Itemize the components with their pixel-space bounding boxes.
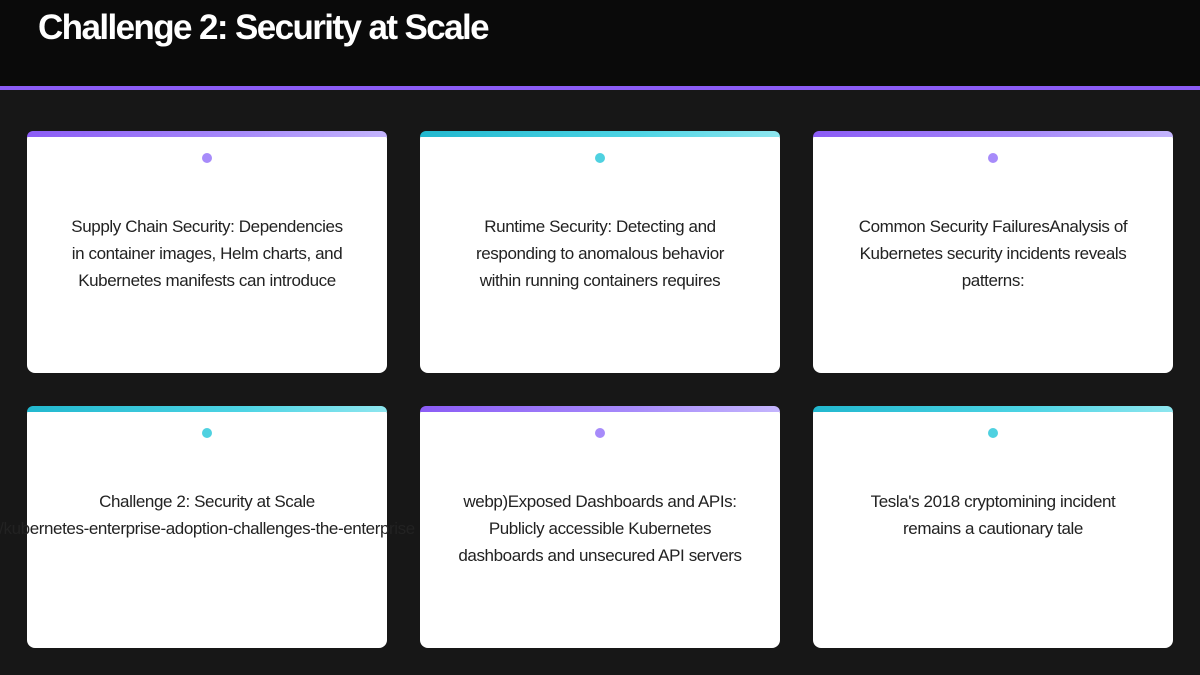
card-accent-bar bbox=[420, 131, 780, 137]
card-text-line: in container images, Helm charts, and bbox=[71, 244, 343, 263]
card-text-line: Common Security FailuresAnalysis of bbox=[858, 217, 1128, 236]
card-dot-icon bbox=[202, 153, 212, 163]
card-text-line: remains a cautionary tale bbox=[903, 519, 1083, 538]
card-text-line: Kubernetes manifests can introduce bbox=[78, 271, 336, 290]
card-text-line: Runtime Security: Detecting and bbox=[484, 217, 716, 236]
card-text: Common Security FailuresAnalysis of Kube… bbox=[843, 213, 1143, 294]
card-text: Tesla's 2018 cryptomining incident remai… bbox=[843, 488, 1143, 542]
card-text-line: Publicly accessible Kubernetes bbox=[488, 519, 712, 538]
card-text-line: dashboards and unsecured API servers bbox=[458, 546, 742, 565]
card-accent-bar bbox=[27, 131, 387, 137]
card-dot-icon bbox=[595, 428, 605, 438]
card-text-line: Tesla's 2018 cryptomining incident bbox=[870, 492, 1116, 511]
slide-title: Challenge 2: Security at Scale bbox=[38, 8, 490, 47]
card-text-line: responding to anomalous behavior bbox=[475, 244, 725, 263]
card-tesla-incident: Tesla's 2018 cryptomining incident remai… bbox=[813, 406, 1173, 648]
card-dot-icon bbox=[988, 428, 998, 438]
card-supply-chain-security: Supply Chain Security: Dependencies in c… bbox=[27, 131, 387, 373]
card-text: Challenge 2: Security at Scale /kubernet… bbox=[0, 488, 415, 542]
card-text-line: within running containers requires bbox=[479, 271, 721, 290]
card-dot-icon bbox=[595, 153, 605, 163]
card-text-line: Kubernetes security incidents reveals bbox=[859, 244, 1127, 263]
card-accent-bar bbox=[420, 406, 780, 412]
slide-header: Challenge 2: Security at Scale bbox=[0, 0, 1200, 86]
card-dot-icon bbox=[988, 153, 998, 163]
card-accent-bar bbox=[27, 406, 387, 412]
card-runtime-security: Runtime Security: Detecting and respondi… bbox=[420, 131, 780, 373]
header-accent-rule bbox=[0, 86, 1200, 90]
card-text-line: Supply Chain Security: Dependencies bbox=[71, 217, 343, 236]
card-text-line: patterns: bbox=[961, 271, 1025, 290]
card-exposed-dashboards: webp)Exposed Dashboards and APIs: Public… bbox=[420, 406, 780, 648]
card-security-at-scale: Challenge 2: Security at Scale /kubernet… bbox=[0, 406, 415, 648]
card-accent-bar bbox=[813, 406, 1173, 412]
card-accent-bar bbox=[813, 131, 1173, 137]
card-dot-icon bbox=[202, 428, 212, 438]
card-text: webp)Exposed Dashboards and APIs: Public… bbox=[450, 488, 750, 569]
card-text-line: Challenge 2: Security at Scale bbox=[99, 492, 315, 511]
card-text-line: webp)Exposed Dashboards and APIs: bbox=[463, 492, 737, 511]
card-common-security-failures: Common Security FailuresAnalysis of Kube… bbox=[813, 131, 1173, 373]
card-text: Runtime Security: Detecting and respondi… bbox=[450, 213, 750, 294]
card-text-line-overflow: /kubernetes-enterprise-adoption-challeng… bbox=[0, 519, 415, 538]
card-text: Supply Chain Security: Dependencies in c… bbox=[57, 213, 357, 294]
